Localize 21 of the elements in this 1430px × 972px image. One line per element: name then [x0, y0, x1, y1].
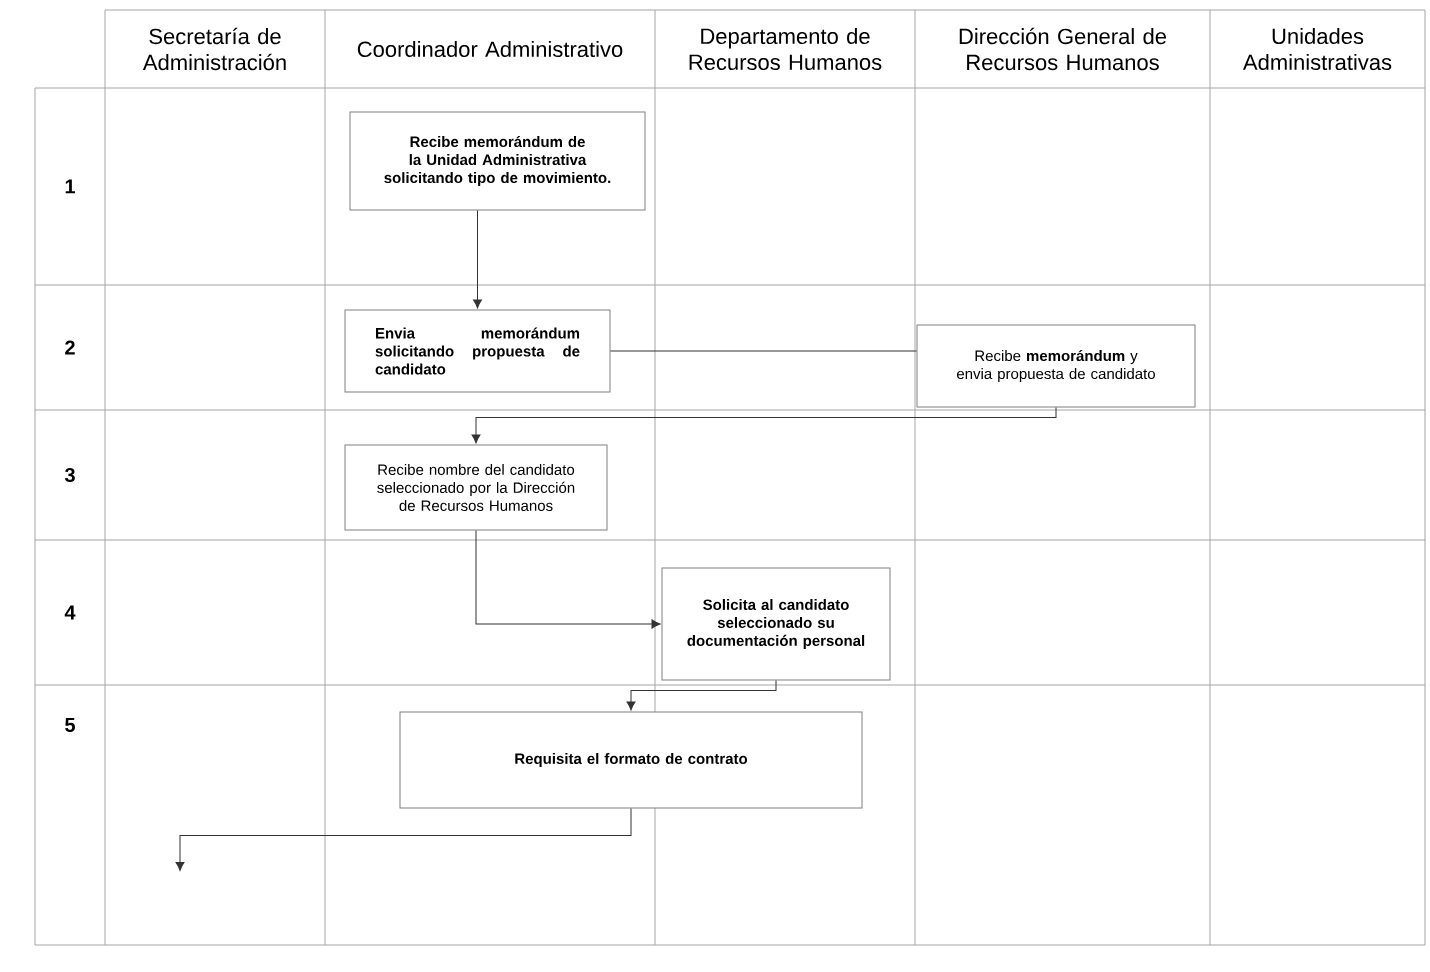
row-number: 5 [65, 718, 75, 732]
row-number: 4 [64, 605, 76, 620]
column-header: Unidades Administrativas [1242, 27, 1392, 71]
arrow [473, 210, 482, 309]
row-number: 1 [65, 179, 75, 194]
arrow [175, 808, 632, 871]
process-box: Solicita al candidato seleccionado su documentación personal [661, 567, 891, 681]
arrow [626, 680, 777, 711]
process-box: Recibe memorándum de la Unidad Administrativa solicitando tipo de movimiento. [349, 111, 646, 211]
column-header: Departamento de Recursos Humanos [689, 27, 882, 71]
row-number: 2 [65, 340, 75, 355]
arrow [471, 407, 1057, 444]
column-header: Coordinador Administrativo [357, 40, 623, 58]
column-header: Secretaría de Administración [142, 27, 286, 71]
column-header: Dirección General de Recursos Humanos [959, 27, 1167, 71]
row-number: 3 [64, 467, 75, 483]
arrow [475, 530, 661, 629]
process-box: Envia memorándum solicitando propuesta de candidato [344, 309, 611, 393]
process-box: Requisita el formato de contrato [399, 711, 863, 809]
process-box: Recibe memorándum y envia propuesta de candidato [916, 324, 1196, 408]
process-box: Recibe nombre del candidato seleccionado por la Dirección de Recursos Humanos [344, 444, 608, 531]
